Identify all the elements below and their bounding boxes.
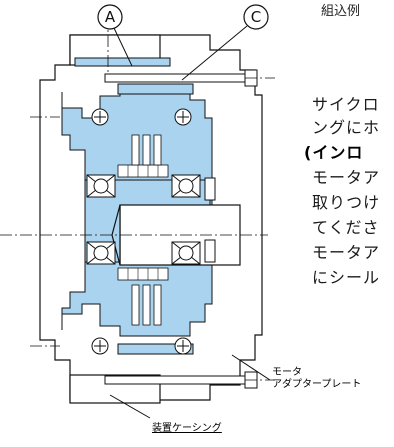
text-line-2: ングにホ: [312, 118, 381, 137]
bolt-bottom: [104, 375, 256, 385]
text-line-6: てくださ: [312, 218, 380, 237]
top-ring: [117, 83, 194, 95]
bearing-lower-left: [86, 241, 116, 265]
casing-blue-top: [74, 57, 171, 67]
marker-a-label: A: [105, 8, 116, 26]
marker-c-label: C: [251, 8, 261, 26]
marker-c: [243, 4, 269, 30]
top-caption: 組込例: [321, 4, 361, 19]
text-line-1: サイクロ: [312, 95, 380, 114]
text-line-7: モータア: [312, 243, 381, 262]
bottom-ring: [117, 343, 194, 355]
text-line-3: (インロ: [304, 143, 364, 162]
text-line-4: モータア: [312, 168, 381, 187]
text-line-8: にシール: [312, 268, 381, 287]
bolt-circles: [91, 108, 192, 355]
motor-plate-label-1: モータ: [272, 367, 302, 378]
roller-row-top: [117, 164, 169, 178]
bearing-lower-right: [171, 241, 201, 265]
bearing-upper-right: [171, 174, 201, 198]
roller-row-bottom: [117, 267, 169, 281]
bearing-upper-left: [86, 174, 116, 198]
seal-top: [204, 177, 216, 201]
bolt-top: [104, 73, 256, 83]
text-line-5: 取りつけ: [312, 193, 381, 212]
motor-plate-label-2: アダプタープレート: [272, 379, 362, 390]
marker-a: [97, 4, 123, 30]
seal-bottom: [204, 239, 216, 263]
device-casing-label: 装置ケーシング: [152, 423, 222, 434]
